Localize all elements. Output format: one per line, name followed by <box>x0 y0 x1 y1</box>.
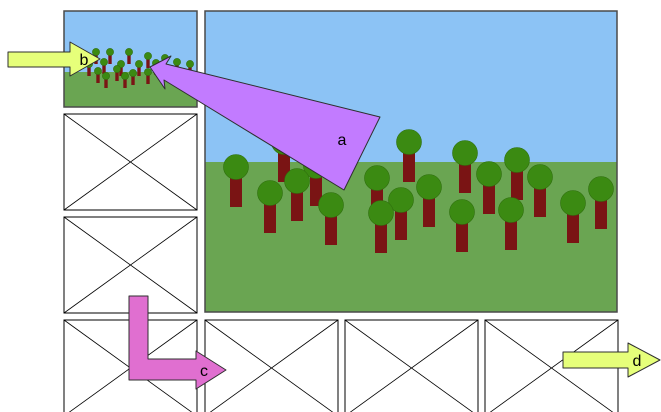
tree-canopy <box>452 140 478 166</box>
arrow-d-label: d <box>633 353 642 370</box>
tree-trunk <box>137 64 141 76</box>
tree <box>560 190 586 243</box>
tree <box>100 58 108 74</box>
placeholder-slot-2[interactable] <box>63 216 198 314</box>
tree-trunk <box>96 71 100 83</box>
tree-canopy <box>186 60 194 68</box>
tree-canopy <box>102 72 110 80</box>
main-frame <box>204 10 618 313</box>
tree-canopy <box>364 165 390 191</box>
tree-canopy <box>498 197 524 223</box>
arrow-d: d <box>562 342 661 378</box>
tree <box>121 72 129 88</box>
tree <box>135 60 143 76</box>
tree <box>125 48 133 64</box>
tree-trunk <box>127 52 131 64</box>
arrow-c: c <box>128 295 227 390</box>
tree-trunk <box>108 52 112 64</box>
crossed-box-icon <box>489 319 619 412</box>
tree <box>388 187 414 240</box>
tree <box>476 161 502 214</box>
arrow-c-shape <box>128 295 227 390</box>
tree <box>144 68 152 84</box>
tree <box>223 154 249 207</box>
placeholder-box <box>204 319 339 412</box>
main-forest-image <box>204 10 618 313</box>
tree <box>106 48 114 64</box>
tree <box>368 200 394 253</box>
tree-canopy <box>560 190 586 216</box>
tree <box>113 65 121 81</box>
tree-canopy <box>121 72 129 80</box>
tree-canopy <box>113 65 121 73</box>
tree <box>504 147 530 200</box>
tree-canopy <box>388 187 414 213</box>
tree <box>416 174 442 227</box>
tree-canopy <box>223 154 249 180</box>
tree-canopy <box>318 192 344 218</box>
arrow-b-label: b <box>80 52 89 69</box>
tree-trunk <box>123 76 127 88</box>
arrow-b: b <box>7 41 101 77</box>
tree-trunk <box>87 64 91 76</box>
placeholder-box <box>344 319 479 412</box>
arrow-c-label: c <box>200 363 208 380</box>
arrow-d-shape <box>562 342 661 378</box>
tree <box>102 72 110 88</box>
tree-canopy <box>94 67 102 75</box>
crossed-box-icon <box>209 319 339 412</box>
tree <box>498 197 524 250</box>
tree-canopy <box>144 52 152 60</box>
tree-canopy <box>135 60 143 68</box>
tree-trunk <box>102 62 106 74</box>
tree-canopy <box>449 199 475 225</box>
tree <box>449 199 475 252</box>
arrow-a: a <box>149 55 381 191</box>
crossed-box-icon <box>349 319 479 412</box>
tree-canopy <box>476 161 502 187</box>
tree-canopy <box>527 164 553 190</box>
crossed-box-icon <box>63 113 198 211</box>
tree <box>588 176 614 229</box>
tree-canopy <box>396 129 422 155</box>
tree-canopy <box>129 69 137 77</box>
tree-canopy <box>92 48 100 56</box>
tree-canopy <box>368 200 394 226</box>
tree-trunk <box>146 72 150 84</box>
tree-canopy <box>144 68 152 76</box>
tree-canopy <box>106 48 114 56</box>
tree <box>257 180 283 233</box>
arrow-a-label: a <box>338 132 347 149</box>
arrow-a-shape <box>149 55 381 191</box>
placeholder-slot-4[interactable] <box>204 319 339 412</box>
tree <box>452 140 478 193</box>
placeholder-slot-1[interactable] <box>63 113 198 211</box>
tree-trunk <box>104 76 108 88</box>
tree-trunk <box>119 64 123 76</box>
tree <box>144 52 152 68</box>
tree-canopy <box>257 180 283 206</box>
tree-canopy <box>100 58 108 66</box>
tree-canopy <box>125 48 133 56</box>
tree <box>318 192 344 245</box>
arrow-b-shape <box>7 41 101 77</box>
tree-canopy <box>504 147 530 173</box>
tree-trunk <box>115 69 119 81</box>
tree-canopy <box>588 176 614 202</box>
tree <box>527 164 553 217</box>
tree-trunk <box>131 73 135 85</box>
tree-canopy <box>416 174 442 200</box>
tree-trunk <box>146 56 150 68</box>
tree <box>396 129 422 182</box>
tree-canopy <box>173 58 181 66</box>
tree <box>94 67 102 83</box>
crossed-box-icon <box>63 216 198 314</box>
tree <box>284 168 310 221</box>
tree <box>129 69 137 85</box>
placeholder-slot-5[interactable] <box>344 319 479 412</box>
tree-canopy <box>284 168 310 194</box>
